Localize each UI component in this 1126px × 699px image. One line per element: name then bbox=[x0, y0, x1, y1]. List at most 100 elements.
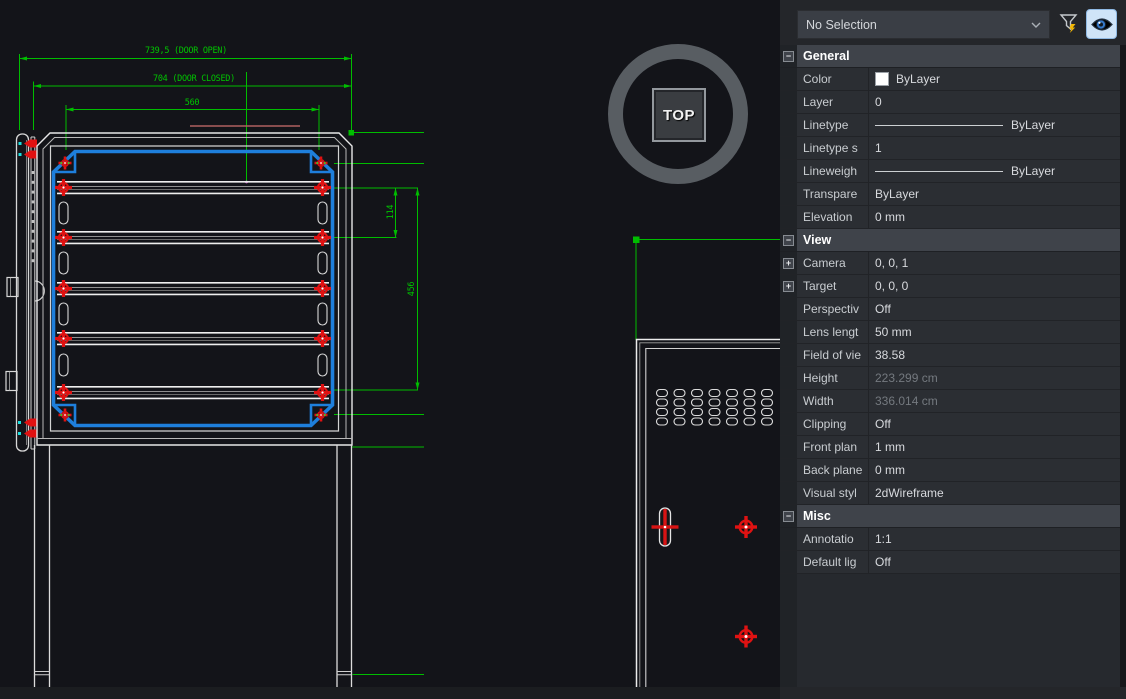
properties-grid: − General Color ByLayer Layer 0 Linetype… bbox=[780, 45, 1126, 574]
prop-label: Annotatio bbox=[797, 528, 869, 550]
prop-label: Color bbox=[797, 68, 869, 90]
prop-row-width: Width 336.014 cm bbox=[780, 390, 1126, 413]
collapse-icon[interactable]: − bbox=[783, 51, 794, 62]
prop-value[interactable]: 1 bbox=[869, 137, 1126, 159]
selection-dropdown-value: No Selection bbox=[806, 18, 1031, 32]
prop-row-linetype-scale: Linetype s 1 bbox=[780, 137, 1126, 160]
prop-label: Lens lengt bbox=[797, 321, 869, 343]
prop-label: Transpare bbox=[797, 183, 869, 205]
quick-select-filter-button[interactable] bbox=[1056, 9, 1082, 39]
toggle-properties-visibility-button[interactable] bbox=[1086, 9, 1117, 39]
drawing-canvas[interactable]: 739,5 (DOOR OPEN) 704 (DOOR CLOSED) 560 … bbox=[0, 0, 780, 699]
linetype-preview bbox=[875, 125, 1003, 126]
prop-label: Camera bbox=[797, 252, 869, 274]
prop-row-height: Height 223.299 cm bbox=[780, 367, 1126, 390]
hinge-pin-dots bbox=[32, 171, 34, 262]
prop-row-linetype: Linetype ByLayer bbox=[780, 114, 1126, 137]
prop-value[interactable]: Off bbox=[869, 413, 1126, 435]
prop-value[interactable]: 0, 0, 1 bbox=[869, 252, 1126, 274]
prop-label: Default lig bbox=[797, 551, 869, 573]
prop-label: Width bbox=[797, 390, 869, 412]
selection-dropdown[interactable]: No Selection bbox=[797, 10, 1050, 39]
hinge-markers bbox=[18, 140, 37, 438]
prop-row-back-plane: Back plane 0 mm bbox=[780, 459, 1126, 482]
dim-height-label: 456 bbox=[407, 282, 417, 296]
prop-value[interactable]: Off bbox=[869, 551, 1126, 573]
prop-label: Front plan bbox=[797, 436, 869, 458]
door-latch[interactable] bbox=[6, 372, 17, 391]
prop-row-field-of-view: Field of vie 38.58 bbox=[780, 344, 1126, 367]
collapse-icon[interactable]: − bbox=[783, 511, 794, 522]
eye-icon bbox=[1091, 17, 1113, 32]
prop-value[interactable]: ByLayer bbox=[869, 183, 1126, 205]
prop-value[interactable]: 1 mm bbox=[869, 436, 1126, 458]
bottom-bar bbox=[0, 687, 1126, 699]
dim-door-closed-label: 704 (DOOR CLOSED) bbox=[153, 74, 235, 84]
prop-value[interactable]: 0 mm bbox=[869, 206, 1126, 228]
section-general[interactable]: − General bbox=[780, 45, 1126, 68]
vent-holes bbox=[657, 390, 773, 426]
prop-row-elevation: Elevation 0 mm bbox=[780, 206, 1126, 229]
cabinet-top-view[interactable] bbox=[637, 340, 781, 688]
prop-label: Clipping bbox=[797, 413, 869, 435]
prop-value[interactable]: 2dWireframe bbox=[869, 482, 1126, 504]
prop-label: Field of vie bbox=[797, 344, 869, 366]
color-swatch[interactable] bbox=[875, 72, 889, 86]
prop-row-front-plane: Front plan 1 mm bbox=[780, 436, 1126, 459]
properties-panel: No Selection bbox=[780, 0, 1126, 687]
panel-right-gap bbox=[1120, 45, 1126, 687]
cabinet-front-view[interactable] bbox=[35, 133, 353, 687]
viewcube[interactable]: TOP bbox=[608, 44, 748, 184]
prop-label: Layer bbox=[797, 91, 869, 113]
expand-icon[interactable]: + bbox=[783, 281, 794, 292]
prop-value[interactable]: 0 bbox=[869, 91, 1126, 113]
prop-label: Back plane bbox=[797, 459, 869, 481]
dim-spacing-label: 114 bbox=[386, 205, 396, 219]
prop-value[interactable]: 0, 0, 0 bbox=[869, 275, 1126, 297]
section-misc[interactable]: − Misc bbox=[780, 505, 1126, 528]
prop-value[interactable]: Off bbox=[869, 298, 1126, 320]
prop-value[interactable]: ByLayer bbox=[869, 160, 1126, 182]
prop-label: Linetype bbox=[797, 114, 869, 136]
prop-value[interactable]: 1:1 bbox=[869, 528, 1126, 550]
prop-row-color: Color ByLayer bbox=[780, 68, 1126, 91]
prop-label: Height bbox=[797, 367, 869, 389]
lineweight-preview bbox=[875, 171, 1003, 172]
section-title: General bbox=[797, 45, 1126, 67]
prop-row-camera: + Camera 0, 0, 1 bbox=[780, 252, 1126, 275]
prop-row-layer: Layer 0 bbox=[780, 91, 1126, 114]
prop-row-lineweight: Lineweigh ByLayer bbox=[780, 160, 1126, 183]
dim-door-open-label: 739,5 (DOOR OPEN) bbox=[145, 46, 227, 56]
prop-label: Elevation bbox=[797, 206, 869, 228]
hinge-top-view[interactable] bbox=[652, 508, 679, 546]
prop-row-perspective: Perspectiv Off bbox=[780, 298, 1126, 321]
prop-value-readonly: 223.299 cm bbox=[869, 367, 1126, 389]
collapse-icon[interactable]: − bbox=[783, 235, 794, 246]
dim-width-label: 560 bbox=[185, 98, 199, 108]
prop-value[interactable]: ByLayer bbox=[869, 114, 1126, 136]
prop-value[interactable]: 0 mm bbox=[869, 459, 1126, 481]
prop-row-transparency: Transpare ByLayer bbox=[780, 183, 1126, 206]
prop-value[interactable]: ByLayer bbox=[869, 68, 1126, 90]
section-view[interactable]: − View bbox=[780, 229, 1126, 252]
cabinet-legs[interactable] bbox=[35, 445, 352, 687]
prop-value[interactable]: 50 mm bbox=[869, 321, 1126, 343]
prop-label: Perspectiv bbox=[797, 298, 869, 320]
chevron-down-icon bbox=[1031, 22, 1041, 28]
prop-row-clipping: Clipping Off bbox=[780, 413, 1126, 436]
section-title: View bbox=[797, 229, 1126, 251]
prop-value[interactable]: 38.58 bbox=[869, 344, 1126, 366]
viewcube-top-face[interactable]: TOP bbox=[652, 88, 706, 142]
prop-label: Lineweigh bbox=[797, 160, 869, 182]
door-panel-side-view[interactable] bbox=[6, 134, 44, 451]
fastener-markers[interactable] bbox=[55, 157, 331, 422]
filter-lightning-icon bbox=[1059, 13, 1079, 35]
prop-row-default-lighting: Default lig Off bbox=[780, 551, 1126, 574]
prop-row-lens-length: Lens lengt 50 mm bbox=[780, 321, 1126, 344]
panel-header: No Selection bbox=[780, 0, 1126, 45]
expand-icon[interactable]: + bbox=[783, 258, 794, 269]
bottom-bar-panel-section bbox=[780, 687, 1126, 699]
viewcube-top-label: TOP bbox=[663, 107, 695, 124]
prop-row-target: + Target 0, 0, 0 bbox=[780, 275, 1126, 298]
prop-row-annotation-scale: Annotatio 1:1 bbox=[780, 528, 1126, 551]
